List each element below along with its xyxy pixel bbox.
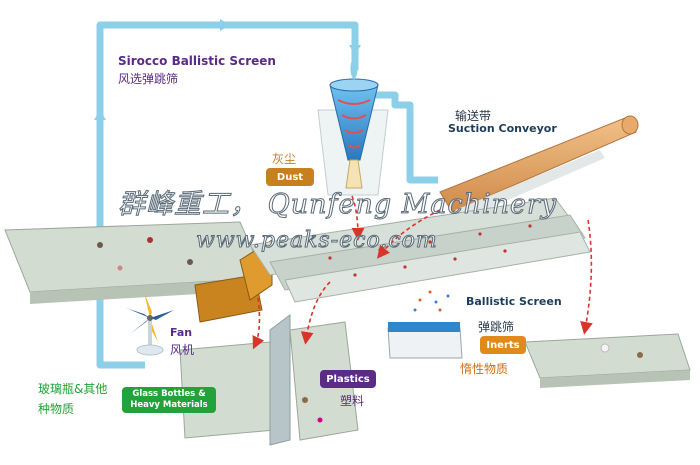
plastics-cn: 塑料: [340, 394, 365, 408]
sirocco-title-cn: 风选弹跳筛: [118, 72, 179, 86]
suction-conveyor-en: Suction Conveyor: [448, 122, 557, 135]
output-conveyor-right: [524, 333, 691, 388]
watermark-line2: www.peaks-eco.com: [196, 228, 438, 254]
sirocco-title-en: Sirocco Ballistic Screen: [118, 54, 276, 68]
glass-tag: Glass Bottles & Heavy Materials: [122, 387, 216, 413]
inerts-tag: Inerts: [480, 336, 526, 354]
fan-label-cn: 风机: [170, 343, 195, 357]
output-conveyor-glass: [179, 314, 291, 446]
suction-conveyor-cn: 输送带: [455, 109, 492, 123]
suction-conveyor: [439, 115, 639, 220]
glass-tag-line1: Glass Bottles &: [132, 389, 206, 399]
glass-tag-line2: Heavy Materials: [130, 400, 208, 410]
inerts-cn: 惰性物质: [460, 362, 509, 376]
plastics-tag: Plastics: [320, 370, 376, 388]
cyclone-icon: [317, 60, 389, 196]
ballistic-screen-decks: [249, 197, 591, 303]
dust-tag: Dust: [266, 168, 314, 186]
glass-cn-line1: 玻璃瓶&其他: [38, 382, 108, 396]
dust-cn: 灰尘: [272, 152, 297, 166]
inerts-bin: [387, 290, 463, 359]
air-flow-arrows: [94, 19, 361, 120]
glass-cn-line2: 种物质: [38, 402, 75, 416]
ballistic-screen-cn: 弹跳筛: [478, 320, 515, 334]
fan-label-en: Fan: [170, 326, 193, 339]
ballistic-screen-en: Ballistic Screen: [466, 295, 562, 308]
material-flow-arrows: [252, 195, 593, 350]
watermark-line1: 群峰重工， Qunfeng Machinery: [117, 189, 558, 221]
fan-icon: [126, 292, 174, 356]
